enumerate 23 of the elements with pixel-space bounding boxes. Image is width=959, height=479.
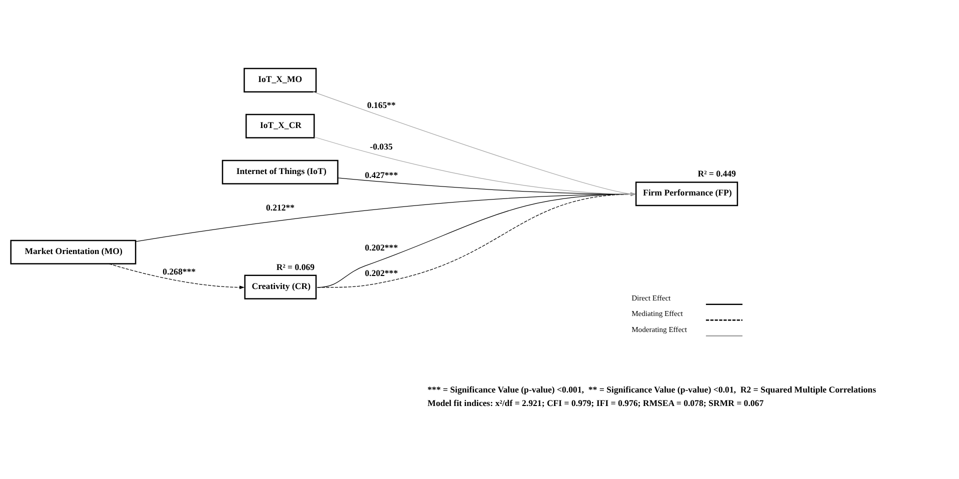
arrow (338, 177, 636, 196)
edge-label: -0.035 (370, 141, 393, 152)
arrow (314, 136, 636, 196)
node-label: R² = 0.449 (698, 168, 736, 178)
node-box: Market Orientation (MO) (10, 239, 136, 264)
edge-label: 0.165** (367, 100, 396, 110)
arrow (312, 91, 636, 196)
edge-label: 0.202*** (364, 242, 398, 252)
arrow (317, 192, 636, 288)
edge-label: 0.212** (266, 202, 295, 212)
node-box: IoT_X_CR (246, 113, 315, 138)
arrow (108, 263, 245, 289)
label: Model fit indices: x²/df = 2.921; CFI = 0.979; IFI = 0.976; RMSEA = 0.078; SRMR = 0.067 (428, 397, 764, 408)
node-box: IoT_X_MO (244, 67, 317, 92)
node-label: R² = 0.069 (276, 261, 315, 272)
node-box: Firm Performance (FP) (635, 181, 738, 206)
arrow (135, 192, 636, 242)
edge-label: 0.202*** (364, 268, 398, 278)
node-box: Creativity (CR) (244, 274, 317, 299)
label: *** = Significance Value (p-value) <0.001, ** = Significance Value (p-value) <0.01, R2 = Squared Multiple Correlations (428, 384, 876, 394)
edge-label: 0.268*** (162, 266, 196, 276)
node-box: Internet of Things (IoT) (222, 159, 338, 184)
edge-label: 0.427*** (364, 169, 398, 180)
